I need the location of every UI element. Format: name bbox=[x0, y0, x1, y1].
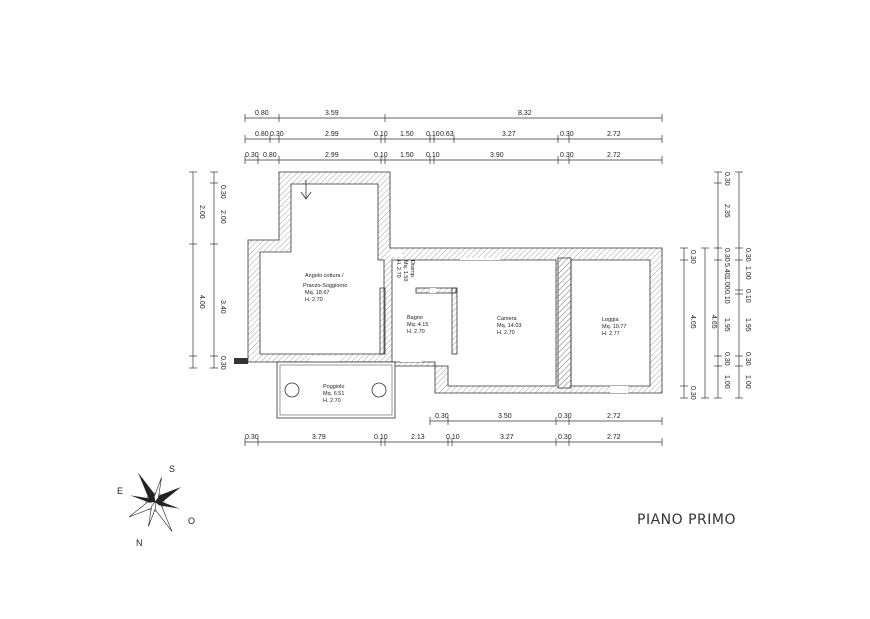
dim-top-r2-2: 2.99 bbox=[325, 131, 339, 138]
dim-right-d-2: 0.10 bbox=[744, 289, 751, 303]
dim-right-a-1: 4.05 bbox=[689, 315, 696, 329]
dim-bottom-r2-5: 3.27 bbox=[500, 434, 514, 441]
dim-top-r3-7: 0.30 bbox=[560, 152, 574, 159]
dim-top-r2-0: 0.80 bbox=[255, 131, 269, 138]
dim-bottom-r1-1: 3.50 bbox=[498, 413, 512, 420]
dim-right-a-2: 0.30 bbox=[689, 386, 696, 400]
dim-top-r3-5: 0.10 bbox=[426, 152, 440, 159]
room-loggia-mq: Mq. 10.77 bbox=[602, 324, 626, 330]
room-camera-name: Camera bbox=[497, 316, 518, 322]
dim-top-r2-6: 0.63 bbox=[440, 131, 454, 138]
room-disimp-name: Disimp. bbox=[409, 260, 415, 279]
dim-right-d-3: 1.95 bbox=[744, 318, 751, 332]
room-disimp-mq: Mq. 1.50 bbox=[402, 260, 408, 281]
dim-bottom-r2-4: 0.10 bbox=[446, 434, 460, 441]
compass-o-label: O bbox=[188, 516, 195, 526]
dim-bottom-r2-7: 2.72 bbox=[607, 434, 621, 441]
dim-right-c-1: 2.35 bbox=[723, 204, 730, 218]
dim-top-r1-2: 8.32 bbox=[518, 110, 532, 117]
dim-top-r2-4: 1.50 bbox=[400, 131, 414, 138]
page-title: PIANO PRIMO bbox=[637, 512, 736, 528]
dim-bottom-r2-2: 0.10 bbox=[374, 434, 388, 441]
room-kitchen-name2: Pranzo-Soggiorno bbox=[303, 283, 347, 289]
dim-top-r1-0: 0.80 bbox=[255, 110, 269, 117]
dim-right-c-4: 1.00 bbox=[723, 276, 730, 290]
room-bagno-h: H. 2.70 bbox=[407, 329, 425, 335]
dim-bottom-r1-2: 0.30 bbox=[558, 413, 572, 420]
dim-left-outer-2: 4.00 bbox=[198, 295, 205, 309]
dim-bottom-r2-6: 0.30 bbox=[558, 434, 572, 441]
dim-right-c-5: 0.10 bbox=[723, 290, 730, 304]
dim-bottom-r1-0: 0.30 bbox=[435, 413, 449, 420]
room-loggia-name: Loggia bbox=[602, 317, 619, 323]
dim-bottom-r2-1: 3.79 bbox=[312, 434, 326, 441]
compass-n-label: N bbox=[136, 538, 143, 548]
dim-bottom-r2-0: 0.30 bbox=[245, 434, 259, 441]
dim-left-inner-1: 3.40 bbox=[219, 300, 226, 314]
room-loggia: Loggia Mq. 10.77 H. 2.77 bbox=[602, 317, 626, 337]
dim-top-r2-9: 2.72 bbox=[607, 131, 621, 138]
dim-top-r2-8: 0.30 bbox=[560, 131, 574, 138]
dim-bottom-r1-3: 2.72 bbox=[607, 413, 621, 420]
room-loggia-h: H. 2.77 bbox=[602, 331, 620, 337]
dim-right-d-0: 0.30 bbox=[744, 248, 751, 262]
compass-rose-icon bbox=[128, 472, 181, 532]
room-camera: Camera Mq. 14.03 H. 2.70 bbox=[497, 316, 521, 336]
dim-right-c-8: 1.00 bbox=[723, 375, 730, 389]
room-disimpegno: Disimp. Mq. 1.50 H. 2.70 bbox=[395, 260, 415, 281]
top-dimensions: 0.80 3.59 8.32 0.80 0.30 2.99 0.10 1.50 … bbox=[244, 110, 663, 164]
dim-top-r2-3: 0.10 bbox=[374, 131, 388, 138]
dim-right-c-7: 0.30 bbox=[723, 352, 730, 366]
dim-right-b-0: 4.65 bbox=[710, 315, 717, 329]
entrance-arrow-icon bbox=[300, 180, 312, 200]
dim-left-outer-3: 0.30 bbox=[219, 356, 226, 370]
dim-right-d-5: 1.00 bbox=[744, 375, 751, 389]
room-poggiolo-name: Poggiolo bbox=[323, 384, 344, 390]
dim-top-r2-7: 3.27 bbox=[502, 131, 516, 138]
dim-top-r3-6: 3.90 bbox=[490, 152, 504, 159]
dim-left-outer-1: 2.00 bbox=[198, 205, 205, 219]
room-kitchen-h: H. 2.70 bbox=[305, 297, 323, 303]
dim-right-a-0: 0.30 bbox=[689, 250, 696, 264]
room-poggiolo: Poggiolo Mq. 6.51 H. 2.70 bbox=[323, 384, 344, 404]
dim-top-r3-2: 2.99 bbox=[325, 152, 339, 159]
dim-right-c-0: 0.30 bbox=[723, 172, 730, 186]
dim-top-r3-1: 0.80 bbox=[263, 152, 277, 159]
room-bagno-mq: Mq. 4.15 bbox=[407, 322, 428, 328]
dim-bottom-r2-3: 2.13 bbox=[411, 434, 425, 441]
right-dimensions: 0.30 4.05 0.30 4.65 0.30 2.35 0.30 5.40 … bbox=[680, 171, 751, 400]
room-camera-h: H. 2.70 bbox=[497, 330, 515, 336]
dim-top-r3-8: 2.72 bbox=[607, 152, 621, 159]
room-disimp-h: H. 2.70 bbox=[395, 260, 401, 278]
dim-top-r3-4: 1.50 bbox=[400, 152, 414, 159]
poggiolo bbox=[276, 361, 396, 419]
dim-right-d-4: 0.30 bbox=[744, 352, 751, 366]
room-poggiolo-h: H. 2.70 bbox=[323, 398, 341, 404]
room-kitchen-name: Angolo cottura / bbox=[305, 273, 344, 279]
room-bagno-name: Bagno bbox=[407, 315, 423, 321]
room-kitchen-mq: Mq. 18.67 bbox=[305, 290, 329, 296]
walls bbox=[234, 171, 663, 394]
dim-right-d-1: 1.00 bbox=[744, 266, 751, 280]
room-poggiolo-mq: Mq. 6.51 bbox=[323, 391, 344, 397]
bottom-dimensions: 0.30 3.50 0.30 2.72 0.30 3.79 0.10 2.13 … bbox=[244, 413, 663, 446]
dim-right-c-2: 0.30 bbox=[723, 248, 730, 262]
dim-right-c-6: 1.95 bbox=[723, 318, 730, 332]
dim-right-c-3: 5.40 bbox=[723, 263, 730, 277]
dim-top-r3-3: 0.10 bbox=[374, 152, 388, 159]
compass-e-label: E bbox=[117, 486, 123, 496]
room-kitchen: Angolo cottura / Pranzo-Soggiorno Mq. 18… bbox=[303, 273, 347, 303]
dim-top-r2-5: 0.10 bbox=[426, 131, 440, 138]
dim-top-r3-0: 0.30 bbox=[245, 152, 259, 159]
dim-top-r2-1: 0.30 bbox=[270, 131, 284, 138]
left-dimensions: 0.30 2.00 4.00 0.30 2.00 3.40 bbox=[189, 171, 226, 370]
dim-top-r1-1: 3.59 bbox=[325, 110, 339, 117]
room-camera-mq: Mq. 14.03 bbox=[497, 323, 521, 329]
compass-s-label: S bbox=[169, 464, 175, 474]
dim-left-outer-0: 0.30 bbox=[219, 185, 226, 199]
dim-left-inner-0: 2.00 bbox=[219, 210, 226, 224]
room-bagno: Bagno Mq. 4.15 H. 2.70 bbox=[407, 315, 428, 335]
